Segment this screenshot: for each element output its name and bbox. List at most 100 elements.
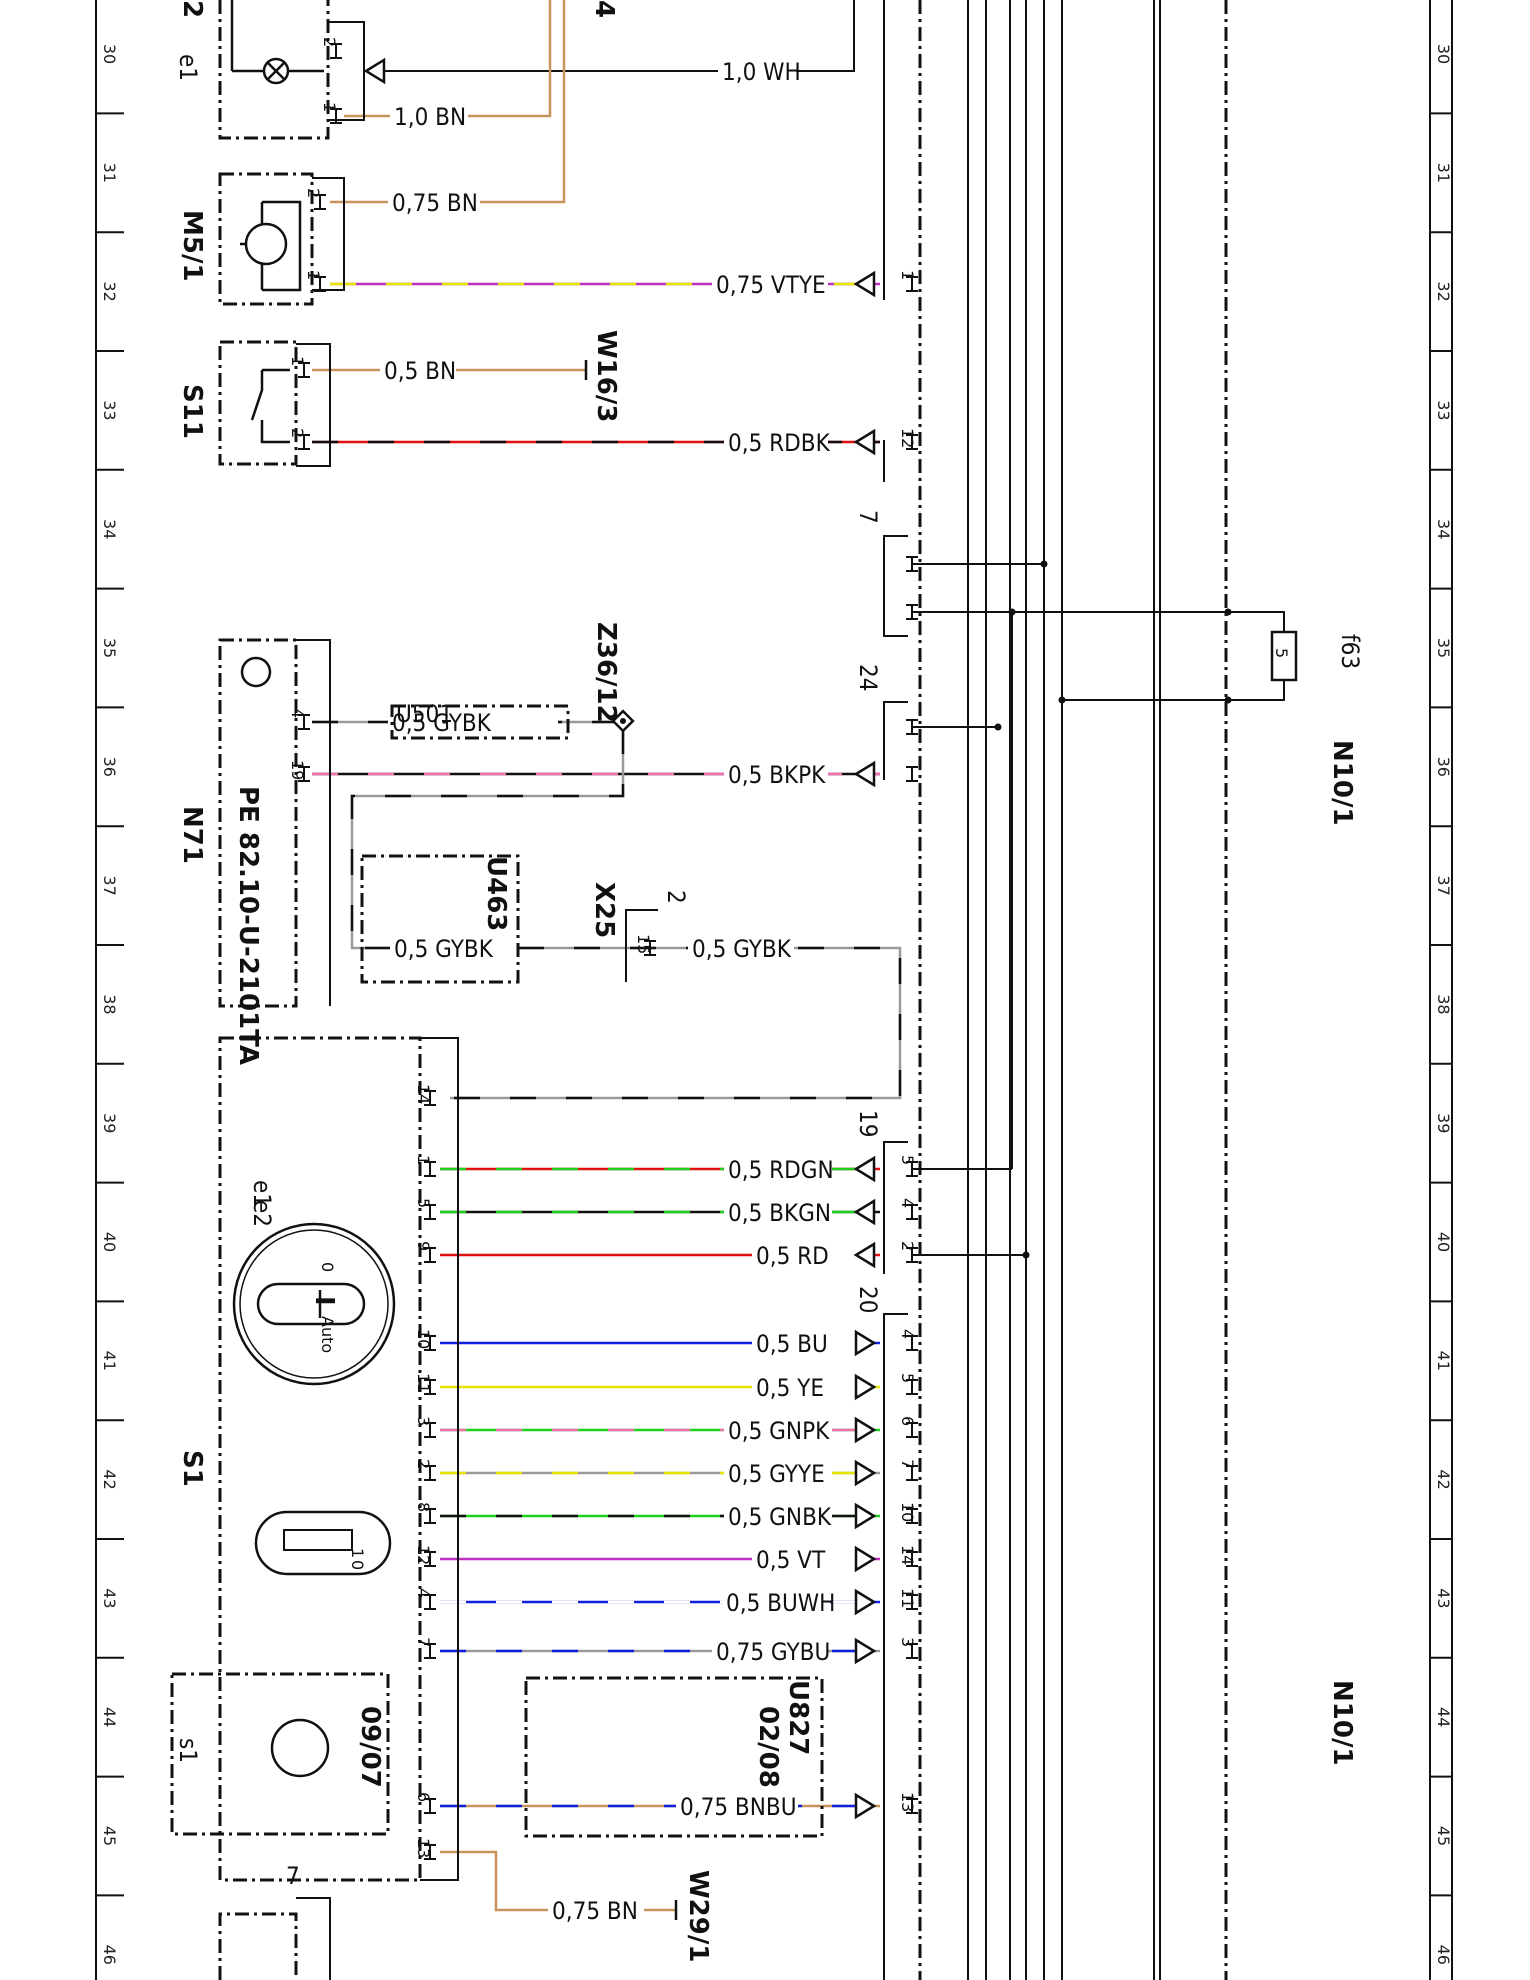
pin-terminal	[330, 108, 342, 124]
version-date: 02/08	[753, 1706, 783, 1788]
m51-box	[218, 172, 314, 306]
pin-terminal	[906, 434, 918, 450]
connector-arrow-icon	[363, 57, 386, 85]
pin-terminal	[424, 1422, 436, 1438]
connector-arrow-icon	[853, 760, 876, 788]
grid-row-label: 36	[1434, 757, 1453, 777]
n10-bracket-e	[883, 1313, 908, 1980]
grid-row-label: 40	[100, 1232, 119, 1252]
pin-number: 2	[320, 37, 339, 47]
wire-label: 0,75 BNBU	[680, 1793, 797, 1821]
s1-connector	[420, 1037, 459, 1881]
bottom-connector	[296, 1897, 331, 1980]
component-ref: 4	[589, 0, 619, 18]
wire-label: 0,5 RD	[756, 1242, 829, 1270]
pin-terminal	[906, 1379, 918, 1395]
component-ref: U463	[481, 856, 511, 931]
s1-box	[218, 1036, 422, 1882]
pin-number: 2	[288, 428, 307, 438]
pin-terminal	[424, 1643, 436, 1659]
grid-row-label: 32	[1434, 281, 1453, 301]
pin-terminal	[424, 1844, 436, 1860]
pin-terminal	[314, 276, 326, 292]
grid-row-label: 43	[100, 1588, 119, 1608]
pin-terminal	[906, 1508, 918, 1524]
wire-w5: 0,5 BN	[312, 356, 586, 385]
pin-number: 1	[898, 270, 917, 280]
component-ref: e1	[174, 54, 202, 81]
wire-label: 0,5 BN	[384, 357, 456, 385]
pin-number: 14	[898, 1545, 917, 1565]
pin-number: 5	[898, 1373, 917, 1383]
wire-w12: 0,5 BKGN	[440, 1198, 880, 1227]
component-ref: S11	[177, 384, 207, 439]
wire-w6: 0,5 RDBK	[312, 428, 880, 457]
pin-number: 5	[898, 1155, 917, 1165]
wire-label: 1,0 BN	[394, 103, 466, 131]
grid-row-label: 37	[1434, 875, 1453, 895]
e1-box	[218, 0, 330, 140]
pin-terminal	[424, 1379, 436, 1395]
dimmer-icon	[254, 1510, 392, 1576]
pin-terminal	[298, 434, 310, 450]
wire-label: 0,5 GYBK	[392, 709, 492, 737]
connector-arrow-icon	[853, 1241, 876, 1269]
component-ref: X25	[589, 882, 619, 938]
pin-number: 3	[898, 1637, 917, 1647]
pin-terminal	[906, 1161, 918, 1177]
wire-w1: 1,0 WH	[380, 0, 855, 86]
wire-w11: 0,5 RDGN	[440, 1155, 880, 1184]
grid-row-label: 32	[100, 281, 119, 301]
pin-terminal	[424, 1465, 436, 1481]
grid-row-label: 34	[100, 519, 119, 539]
pin-number: 15	[634, 934, 653, 954]
pin-number: 13	[414, 1838, 433, 1858]
version-date: 09/07	[355, 1706, 385, 1788]
grid-row-label: 36	[100, 757, 119, 777]
wire-label: 0,5 GYYE	[728, 1460, 825, 1488]
grid-row-label: 35	[1434, 638, 1453, 658]
grid-row-label: 31	[100, 163, 119, 183]
s11-box	[218, 340, 298, 466]
wire-label: 0,75 BN	[552, 1897, 638, 1925]
component-ref: M5/1	[177, 210, 207, 282]
wire-w21: 0,75 GYBU	[440, 1637, 880, 1666]
connector-position: 24	[854, 664, 882, 691]
component-ref: Z36/12	[591, 622, 621, 723]
motor-icon	[240, 200, 302, 292]
bus-lines	[967, 0, 1161, 1980]
pin-number: 3	[414, 1416, 433, 1426]
pin-number: 1	[320, 102, 339, 112]
pin-terminal	[424, 1594, 436, 1610]
pin-terminal	[906, 1465, 918, 1481]
pin-terminal	[424, 1161, 436, 1177]
pin-number: 13	[898, 1792, 917, 1812]
pins: 2121124191514159101132812476131125424567…	[288, 37, 918, 1860]
grid-row-label: 35	[100, 638, 119, 658]
wire-w18: 0,5 GNBK	[440, 1502, 880, 1531]
connector-arrow-icon	[854, 1459, 877, 1487]
pin-terminal	[424, 1508, 436, 1524]
pin-terminal	[314, 194, 326, 210]
n10-internal-connections	[912, 563, 1298, 1256]
pin-terminal	[424, 1798, 436, 1814]
component-boxes	[170, 0, 908, 1980]
connector-position: 7	[286, 1862, 300, 1890]
pin-terminal	[644, 940, 656, 956]
pin-terminal	[906, 1247, 918, 1263]
connector-arrows	[363, 57, 877, 1820]
component-ref: W29/1	[683, 1870, 713, 1962]
pin-number: 12	[414, 1545, 433, 1565]
s1-sub-box	[170, 1672, 390, 1836]
connector-position: 20	[854, 1286, 882, 1313]
wire-w16: 0,5 GNPK	[440, 1416, 880, 1445]
component-ref: W16/3	[591, 330, 621, 422]
grid-row-label: 33	[100, 400, 119, 420]
n71-box	[218, 638, 298, 1008]
x25-connector	[625, 909, 658, 982]
pin-number: 7	[414, 1637, 433, 1647]
n71-connector	[296, 639, 331, 1006]
pin-number: 10	[898, 1502, 917, 1522]
grid-row-label: 41	[1434, 1351, 1453, 1371]
